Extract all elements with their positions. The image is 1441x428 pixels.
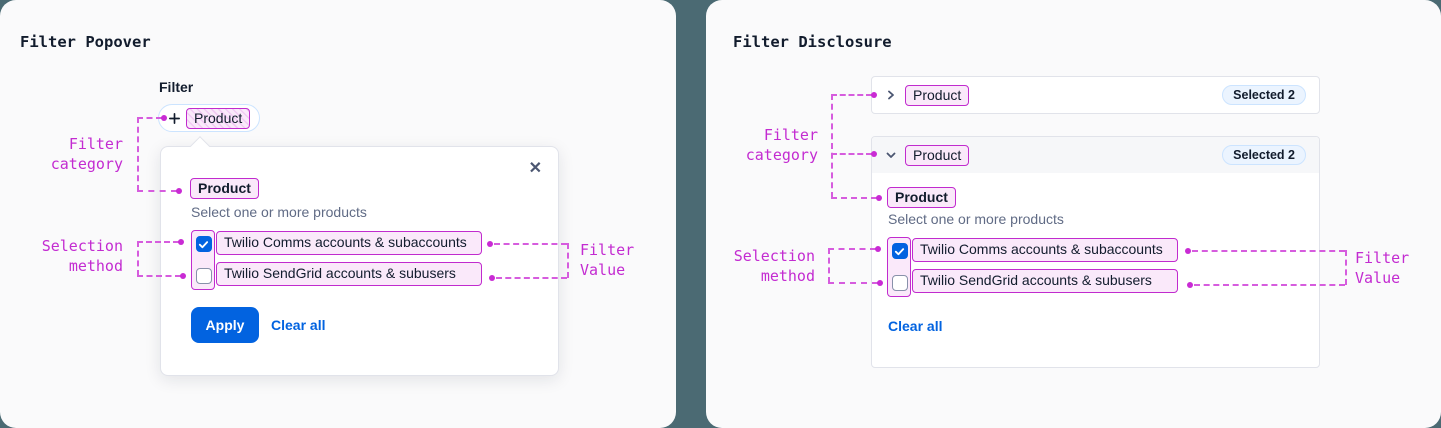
annotation-connector bbox=[828, 282, 878, 284]
disclosure-header[interactable]: Product Selected 2 bbox=[872, 77, 1319, 113]
annotation-filter-value: Filter Value bbox=[1355, 249, 1410, 287]
annotation-filter-category: Filter category bbox=[50, 135, 123, 173]
annotation-dot bbox=[1185, 248, 1191, 254]
popover-category-label: Product bbox=[190, 178, 259, 199]
close-icon[interactable]: ✕ bbox=[528, 160, 542, 177]
annotation-dot bbox=[871, 92, 877, 98]
annotation-filter-category: Filter category bbox=[745, 126, 818, 164]
add-filter-pill[interactable]: Product bbox=[158, 104, 261, 132]
filter-value-option-comms[interactable]: Twilio Comms accounts & subaccounts bbox=[912, 238, 1178, 262]
chevron-right-icon bbox=[885, 89, 897, 101]
filter-popover: ✕ Product Select one or more products Tw… bbox=[160, 136, 559, 376]
annotation-dot bbox=[877, 280, 883, 286]
annotation-connector bbox=[831, 94, 872, 96]
disclosure-category-label: Product bbox=[887, 187, 956, 208]
annotation-dot bbox=[876, 195, 882, 201]
filter-label: Filter bbox=[159, 79, 194, 95]
checkbox-comms[interactable] bbox=[891, 243, 908, 259]
annotation-dot bbox=[1187, 282, 1193, 288]
annotation-dot bbox=[161, 115, 167, 121]
annotation-connector bbox=[828, 248, 830, 283]
annotation-dot bbox=[487, 241, 493, 247]
filter-value-option-comms[interactable]: Twilio Comms accounts & subaccounts bbox=[216, 231, 482, 255]
disclosure-header[interactable]: Product Selected 2 bbox=[872, 137, 1319, 173]
filter-category-chip[interactable]: Product bbox=[186, 107, 251, 129]
annotation-connector bbox=[137, 190, 177, 192]
filter-popover-panel: Filter Popover Filter Product ✕ Product … bbox=[0, 0, 676, 428]
annotation-filter-value: Filter Value bbox=[580, 241, 635, 279]
annotation-connector bbox=[494, 243, 567, 245]
annotation-connector bbox=[1192, 250, 1345, 252]
annotation-connector bbox=[137, 275, 181, 277]
annotation-selection-method: Selection method bbox=[41, 237, 123, 275]
checkmark-icon bbox=[198, 240, 209, 248]
filter-value-option-sendgrid[interactable]: Twilio SendGrid accounts & subusers bbox=[912, 269, 1178, 293]
filter-category-chip[interactable]: Product bbox=[905, 144, 970, 166]
disclosure-row-expanded: Product Selected 2 Product Select one or… bbox=[871, 136, 1320, 368]
selection-method-highlight bbox=[191, 230, 215, 290]
annotation-dot bbox=[871, 151, 877, 157]
annotation-connector bbox=[137, 117, 139, 191]
popover-helper-text: Select one or more products bbox=[191, 204, 367, 220]
annotation-connector bbox=[1194, 284, 1345, 286]
panel-title-disclosure: Filter Disclosure bbox=[733, 33, 892, 51]
annotation-dot bbox=[180, 273, 186, 279]
annotation-connector bbox=[137, 241, 179, 243]
annotation-connector bbox=[828, 248, 876, 250]
checkbox-sendgrid[interactable] bbox=[891, 275, 908, 291]
filter-value-option-sendgrid[interactable]: Twilio SendGrid accounts & subusers bbox=[216, 262, 482, 286]
annotation-dot bbox=[489, 275, 495, 281]
annotation-connector bbox=[1345, 250, 1347, 285]
annotation-dot bbox=[176, 188, 182, 194]
filter-category-chip[interactable]: Product bbox=[905, 84, 970, 106]
panel-title-popover: Filter Popover bbox=[20, 33, 151, 51]
annotation-connector bbox=[137, 241, 139, 276]
annotation-connector bbox=[831, 197, 877, 199]
selected-count-badge: Selected 2 bbox=[1222, 145, 1306, 165]
plus-icon bbox=[168, 112, 181, 125]
annotation-connector bbox=[137, 117, 162, 119]
disclosure-helper-text: Select one or more products bbox=[888, 211, 1064, 227]
apply-button[interactable]: Apply bbox=[191, 307, 259, 343]
clear-all-link[interactable]: Clear all bbox=[271, 317, 326, 333]
clear-all-link[interactable]: Clear all bbox=[888, 318, 943, 334]
checkmark-icon bbox=[894, 247, 905, 255]
annotation-connector bbox=[831, 153, 872, 155]
annotation-connector bbox=[831, 94, 833, 198]
chevron-down-icon bbox=[885, 149, 897, 161]
annotation-dot bbox=[875, 246, 881, 252]
annotation-connector bbox=[496, 277, 567, 279]
annotation-selection-method: Selection method bbox=[733, 247, 815, 285]
annotation-connector bbox=[567, 243, 569, 278]
filter-disclosure-panel: Filter Disclosure Product Selected 2 bbox=[706, 0, 1441, 428]
selected-count-badge: Selected 2 bbox=[1222, 85, 1306, 105]
checkbox-comms[interactable] bbox=[195, 236, 212, 252]
popover-caret bbox=[190, 136, 210, 156]
annotation-dot bbox=[178, 239, 184, 245]
checkbox-sendgrid[interactable] bbox=[195, 268, 212, 284]
selection-method-highlight bbox=[887, 237, 911, 297]
disclosure-row-collapsed: Product Selected 2 bbox=[871, 76, 1320, 114]
